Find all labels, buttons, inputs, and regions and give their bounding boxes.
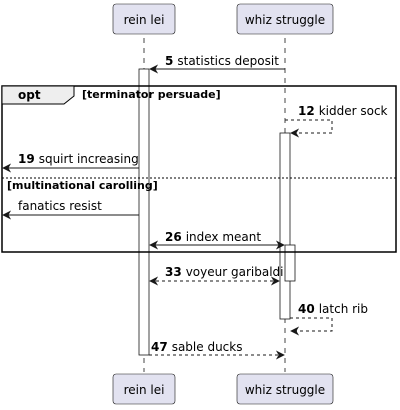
message-number: 19 — [18, 152, 35, 166]
message-number: 5 — [165, 54, 173, 68]
message-label: 47 sable ducks — [151, 340, 242, 354]
message-5: 5 statistics deposit — [149, 54, 285, 74]
message-text: latch rib — [319, 302, 368, 316]
message-label: 5 statistics deposit — [165, 54, 279, 68]
opt-fragment: opt [terminator persuade] [multinational… — [1, 85, 397, 253]
message-text: squirt increasing — [39, 152, 139, 166]
message-label: 19 squirt increasing — [18, 152, 139, 166]
message-text: voyeur garibaldi — [186, 265, 284, 279]
message-label: 33 voyeur garibaldi — [165, 265, 283, 279]
participant-label: whiz struggle — [245, 383, 325, 397]
message-arrow — [290, 317, 333, 336]
message-text: fanatics resist — [18, 199, 102, 213]
message-number: 33 — [165, 265, 182, 279]
participant-whiz-struggle-bottom: whiz struggle — [236, 373, 334, 405]
message-19: 19 squirt increasing — [2, 152, 139, 173]
participant-rein-lei-top: rein lei — [112, 3, 176, 35]
participant-label: rein lei — [124, 383, 165, 397]
message-number: 47 — [151, 340, 168, 354]
message-text: sable ducks — [172, 340, 243, 354]
message-fanatics-resist: fanatics resist — [2, 199, 139, 220]
message-number: 40 — [298, 302, 315, 316]
participant-rein-lei-bottom: rein lei — [112, 373, 176, 405]
fragment-condition: [terminator persuade] — [82, 88, 221, 101]
fragment-operator: opt — [18, 88, 41, 102]
message-arrow — [285, 119, 333, 138]
message-label: 26 index meant — [165, 230, 261, 244]
message-label: 12 kidder sock — [298, 104, 388, 118]
message-text: kidder sock — [319, 104, 388, 118]
message-number: 12 — [298, 104, 315, 118]
fragment-condition: [multinational carolling] — [7, 179, 158, 192]
message-number: 26 — [165, 230, 182, 244]
message-33: 33 voyeur garibaldi — [149, 265, 283, 286]
message-12: 12 kidder sock — [285, 104, 388, 138]
participant-label: whiz struggle — [245, 13, 325, 27]
message-text: index meant — [186, 230, 262, 244]
activation-whiz-struggle-1 — [279, 132, 291, 320]
activation-whiz-struggle-2 — [284, 244, 296, 282]
message-label: 40 latch rib — [298, 302, 368, 316]
message-text: statistics deposit — [177, 54, 279, 68]
participant-whiz-struggle-top: whiz struggle — [236, 3, 334, 35]
message-47: 47 sable ducks — [149, 340, 285, 360]
activation-rein-lei — [138, 68, 150, 356]
message-40: 40 latch rib — [290, 302, 368, 336]
message-26: 26 index meant — [149, 230, 285, 250]
participant-label: rein lei — [124, 13, 165, 27]
